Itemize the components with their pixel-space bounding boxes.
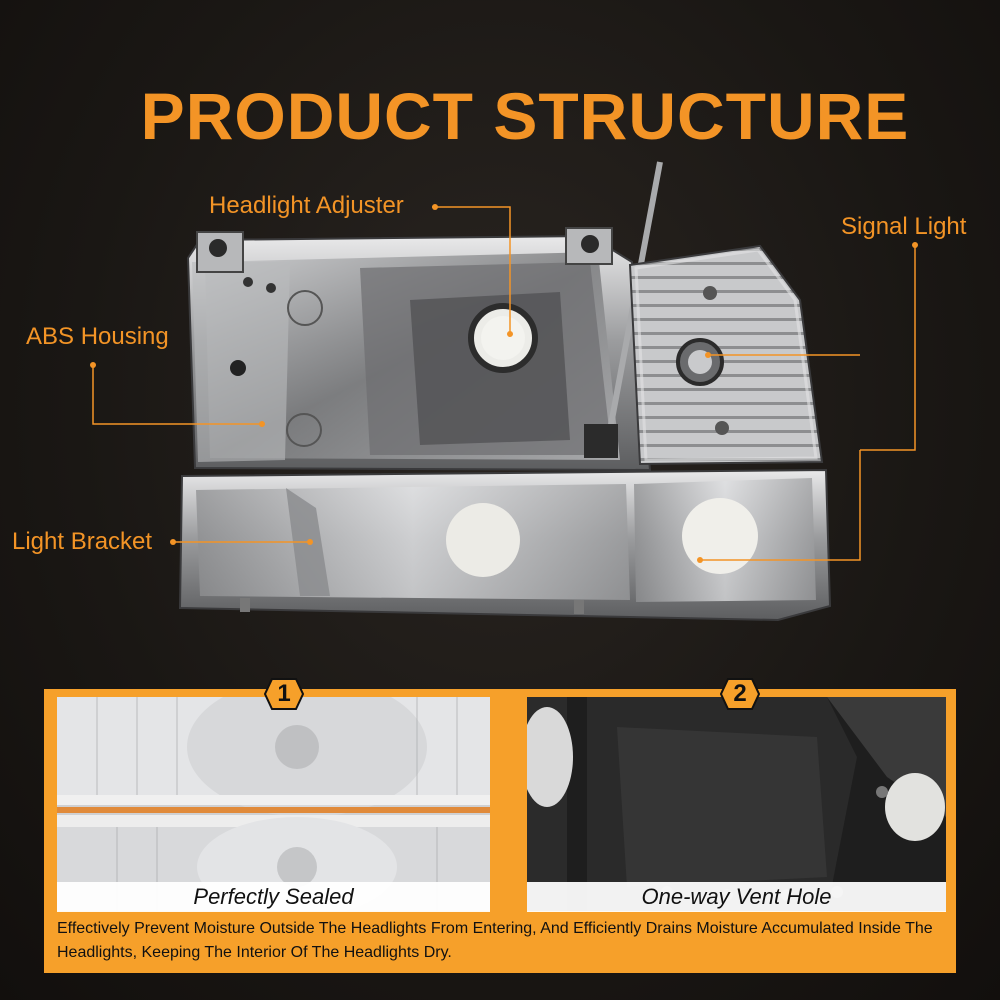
feature-number-1: 1 [277, 680, 291, 707]
sealed-lens-photo [57, 697, 490, 911]
callout-headlight-adjuster: Headlight Adjuster [209, 192, 404, 219]
page-title: PRODUCT STRUCTURE [140, 79, 910, 153]
feature-label-vent-hole: One-way Vent Hole [527, 882, 946, 912]
headlight-assembly-illustration [90, 161, 918, 622]
callout-signal-light: Signal Light [841, 213, 967, 240]
callout-abs-housing: ABS Housing [26, 323, 169, 350]
feature-badge-2: 2 [720, 678, 760, 710]
feature-label-perfectly-sealed: Perfectly Sealed [57, 882, 490, 912]
feature-description: Effectively Prevent Moisture Outside The… [57, 920, 933, 961]
vent-hole-photo [527, 697, 946, 911]
feature-badge-1: 1 [264, 678, 304, 710]
feature-number-2: 2 [733, 680, 747, 707]
callout-light-bracket: Light Bracket [12, 528, 153, 555]
